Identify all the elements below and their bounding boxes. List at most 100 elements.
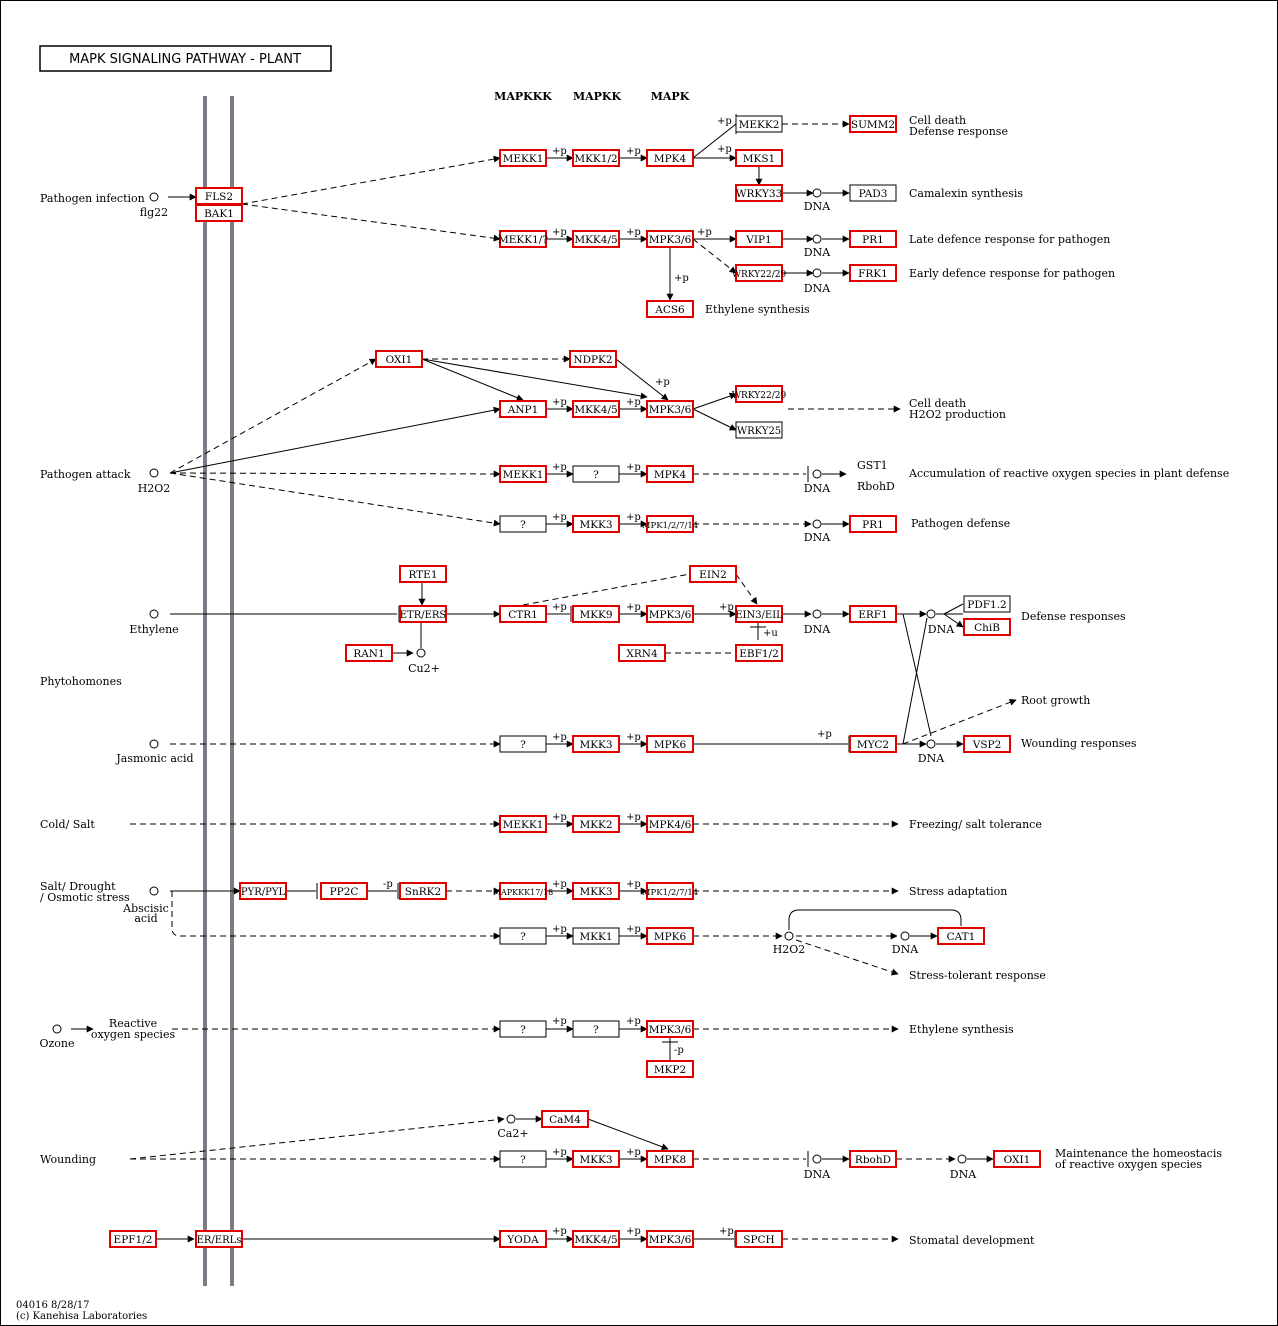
- gene-mkp2[interactable]: MKP2: [646, 1060, 694, 1078]
- gene-wrky22-29[interactable]: WRKY22/29: [732, 385, 787, 403]
- gene-unknown[interactable]: ?: [572, 1020, 620, 1038]
- gene-ctr1[interactable]: CTR1: [499, 605, 547, 623]
- gene-summ2[interactable]: SUMM2: [849, 115, 897, 133]
- compound-ozone[interactable]: [52, 1024, 62, 1034]
- gene-erf1[interactable]: ERF1: [849, 605, 897, 623]
- gene-ein3-eil[interactable]: EIN3/EIL: [735, 605, 783, 623]
- gene-mkk1-2[interactable]: MKK1/2: [572, 149, 620, 167]
- gene-pr1[interactable]: PR1: [849, 515, 897, 533]
- gene-mpk6[interactable]: MPK6: [646, 735, 694, 753]
- gene-mpk3-6[interactable]: MPK3/6: [646, 400, 694, 418]
- gene-unknown[interactable]: ?: [572, 465, 620, 483]
- compound-dna[interactable]: [812, 519, 822, 529]
- gene-mpk3-6[interactable]: MPK3/6: [646, 1020, 694, 1038]
- gene-xrn4[interactable]: XRN4: [618, 644, 666, 662]
- compound-abscisic-acid[interactable]: [149, 886, 159, 896]
- compound-dna[interactable]: [812, 234, 822, 244]
- gene-rte1[interactable]: RTE1: [399, 565, 447, 583]
- compound-dna[interactable]: [900, 931, 910, 941]
- gene-chib[interactable]: ChiB: [963, 618, 1011, 636]
- gene-mekk1[interactable]: MEKK1: [499, 149, 547, 167]
- gene-mkk9[interactable]: MKK9: [572, 605, 620, 623]
- gene-wrky25[interactable]: WRKY25: [735, 421, 783, 439]
- gene-rbohd-label[interactable]: RbohD: [857, 480, 895, 493]
- gene-oxi1[interactable]: OXI1: [375, 350, 423, 368]
- gene-mkk3[interactable]: MKK3: [572, 735, 620, 753]
- compound-calcium[interactable]: [506, 1114, 516, 1124]
- compound-copper[interactable]: [416, 648, 426, 658]
- gene-cat1[interactable]: CAT1: [937, 927, 985, 945]
- gene-fls2[interactable]: FLS2: [195, 187, 243, 205]
- gene-mekk1[interactable]: MEKK1: [499, 815, 547, 833]
- compound-dna[interactable]: [957, 1154, 967, 1164]
- gene-ein2[interactable]: EIN2: [689, 565, 737, 583]
- gene-mkk4-5[interactable]: MKK4/5: [572, 230, 620, 248]
- gene-ebf1-2[interactable]: EBF1/2: [735, 644, 783, 662]
- compound-dna[interactable]: [812, 268, 822, 278]
- gene-etr-ers[interactable]: ETR/ERS: [399, 605, 447, 623]
- gene-gst1[interactable]: GST1: [857, 459, 888, 472]
- gene-mpk1-2-7-14[interactable]: MPK1/2/7/14: [642, 882, 698, 900]
- gene-anp1[interactable]: ANP1: [499, 400, 547, 418]
- gene-mekk2[interactable]: MEKK2: [735, 115, 783, 133]
- gene-mpk4[interactable]: MPK4: [646, 465, 694, 483]
- gene-vip1[interactable]: VIP1: [735, 230, 783, 248]
- gene-unknown[interactable]: ?: [499, 735, 547, 753]
- gene-mpk1-2-7-14[interactable]: MPK1/2/7/14: [642, 515, 698, 533]
- gene-wrky33[interactable]: WRKY33: [735, 184, 783, 202]
- gene-mkk4-5[interactable]: MKK4/5: [572, 1230, 620, 1248]
- compound-dna[interactable]: [812, 469, 822, 479]
- compound-dna[interactable]: [926, 739, 936, 749]
- gene-mpk3-6[interactable]: MPK3/6: [646, 605, 694, 623]
- gene-spch[interactable]: SPCH: [735, 1230, 783, 1248]
- gene-mekk1[interactable]: MEKK1: [499, 465, 547, 483]
- gene-mkk4-5[interactable]: MKK4/5: [572, 400, 620, 418]
- compound-flg22[interactable]: [149, 192, 159, 202]
- compound-h2o2[interactable]: [784, 931, 794, 941]
- gene-myc2[interactable]: MYC2: [849, 735, 897, 753]
- gene-mkk2[interactable]: MKK2: [572, 815, 620, 833]
- gene-mpk4[interactable]: MPK4: [646, 149, 694, 167]
- gene-vsp2[interactable]: VSP2: [963, 735, 1011, 753]
- compound-dna[interactable]: [926, 609, 936, 619]
- compound-ethylene[interactable]: [149, 609, 159, 619]
- gene-pp2c[interactable]: PP2C: [320, 882, 368, 900]
- gene-mpk4-6[interactable]: MPK4/6: [646, 815, 694, 833]
- gene-unknown[interactable]: ?: [499, 1150, 547, 1168]
- gene-mpk3-6[interactable]: MPK3/6: [646, 230, 694, 248]
- gene-epf1-2[interactable]: EPF1/2: [109, 1230, 157, 1248]
- gene-oxi1[interactable]: OXI1: [993, 1150, 1041, 1168]
- gene-unknown[interactable]: ?: [499, 927, 547, 945]
- gene-unknown[interactable]: ?: [499, 515, 547, 533]
- gene-unknown[interactable]: ?: [499, 1020, 547, 1038]
- gene-frk1[interactable]: FRK1: [849, 264, 897, 282]
- gene-cam4[interactable]: CaM4: [541, 1110, 589, 1128]
- gene-pdf1-2[interactable]: PDF1.2: [963, 595, 1011, 613]
- compound-dna[interactable]: [812, 188, 822, 198]
- compound-dna[interactable]: [812, 609, 822, 619]
- gene-mpk6[interactable]: MPK6: [646, 927, 694, 945]
- compound-jasmonic-acid[interactable]: [149, 739, 159, 749]
- compound-dna[interactable]: [812, 1154, 822, 1164]
- gene-mkk3[interactable]: MKK3: [572, 515, 620, 533]
- gene-ran1[interactable]: RAN1: [345, 644, 393, 662]
- gene-mekk1-unknown[interactable]: MEKK1/?: [498, 230, 548, 248]
- gene-pyr-pyl[interactable]: PYR/PYL: [239, 882, 287, 900]
- gene-mkk1[interactable]: MKK1: [572, 927, 620, 945]
- gene-mkk3[interactable]: MKK3: [572, 882, 620, 900]
- gene-mpk3-6[interactable]: MPK3/6: [646, 1230, 694, 1248]
- gene-mkk3[interactable]: MKK3: [572, 1150, 620, 1168]
- gene-ndpk2[interactable]: NDPK2: [569, 350, 617, 368]
- gene-pad3[interactable]: PAD3: [849, 184, 897, 202]
- gene-bak1[interactable]: BAK1: [195, 204, 243, 222]
- gene-acs6[interactable]: ACS6: [646, 300, 694, 318]
- gene-er-erls[interactable]: ER/ERLs: [195, 1230, 243, 1248]
- gene-wrky22-29[interactable]: WRKY22/29: [732, 264, 787, 282]
- gene-mapkkk17-18[interactable]: MAPKKK17/18: [493, 882, 553, 900]
- gene-snrk2[interactable]: SnRK2: [399, 882, 447, 900]
- gene-yoda[interactable]: YODA: [499, 1230, 547, 1248]
- compound-h2o2[interactable]: [149, 468, 159, 478]
- gene-pr1[interactable]: PR1: [849, 230, 897, 248]
- gene-rbohd[interactable]: RbohD: [849, 1150, 897, 1168]
- gene-mks1[interactable]: MKS1: [735, 149, 783, 167]
